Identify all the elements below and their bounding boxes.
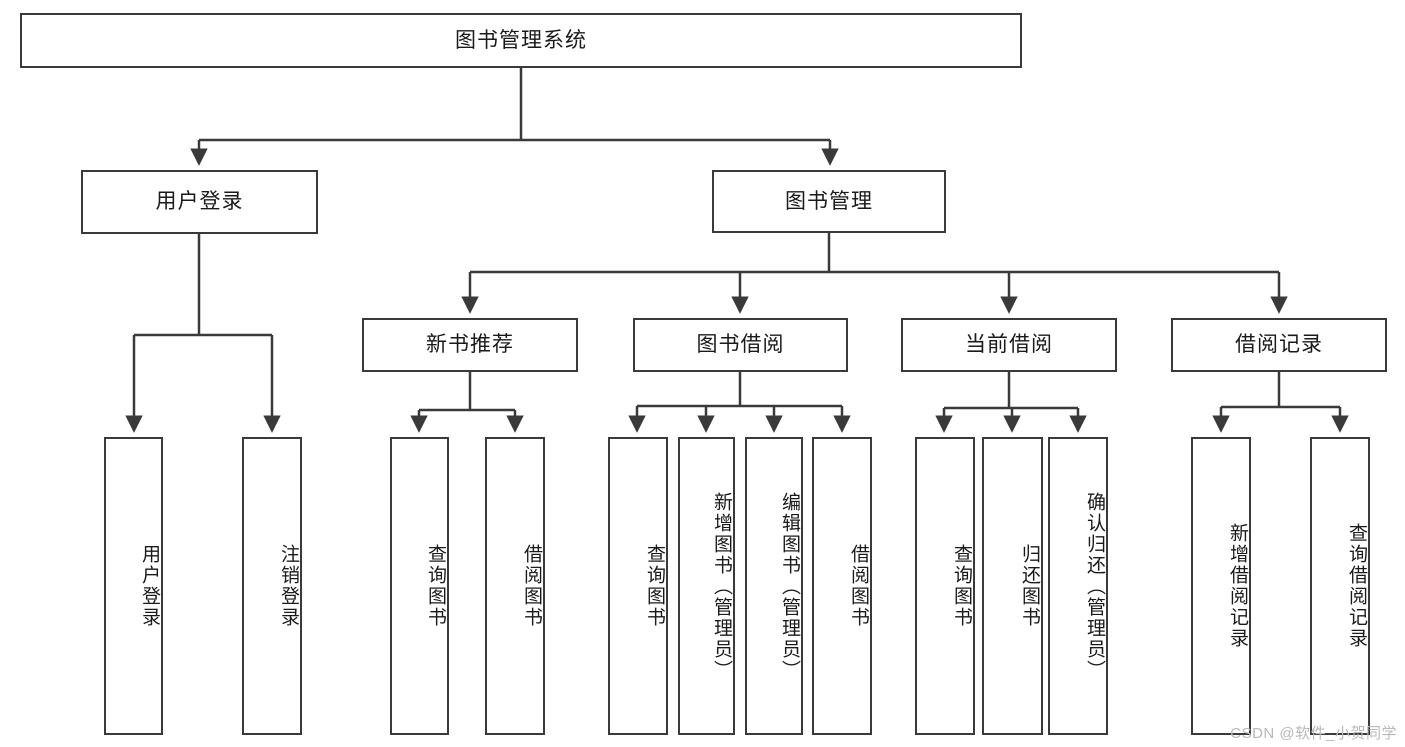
node-leaf-add-borrow-record[interactable]: 新增借阅记录	[1191, 437, 1251, 735]
node-leaf-return-book[interactable]: 归还图书	[982, 437, 1043, 735]
node-leaf-query-book-3[interactable]: 查询图书	[915, 437, 975, 735]
node-book-borrow[interactable]: 图书借阅	[633, 318, 848, 372]
edge-root-bus	[199, 68, 830, 142]
edge-currentborrow-to-leaves	[935, 408, 1087, 433]
node-leaf-logout-login[interactable]: 注销登录	[242, 437, 302, 735]
node-leaf-query-borrow-record[interactable]: 查询借阅记录	[1310, 437, 1370, 735]
edge-borrowrecord-bus	[1221, 372, 1340, 409]
node-leaf-borrow-book-1[interactable]: 借阅图书	[485, 437, 545, 735]
edge-borrowrecord-to-leaves	[1212, 407, 1349, 433]
edge-userlogin-bus	[134, 234, 272, 337]
node-leaf-query-book-2[interactable]: 查询图书	[608, 437, 668, 735]
node-borrow-record[interactable]: 借阅记录	[1171, 318, 1387, 372]
csdn-watermark: CSDN @软件_小贺同学	[1230, 725, 1397, 742]
node-book-manage[interactable]: 图书管理	[712, 170, 946, 233]
edge-newbook-bus	[419, 372, 515, 412]
edge-bookborrow-bus	[637, 372, 842, 408]
edge-root-to-level2	[190, 140, 839, 166]
node-leaf-borrow-book-2[interactable]: 借阅图书	[812, 437, 872, 735]
node-leaf-edit-book[interactable]: 编辑图书（管理员）	[745, 437, 803, 735]
edge-bookmanage-to-level3	[461, 272, 1288, 314]
node-new-book-recommend[interactable]: 新书推荐	[362, 318, 578, 372]
node-root[interactable]: 图书管理系统	[20, 13, 1022, 68]
node-leaf-add-book[interactable]: 新增图书（管理员）	[678, 437, 735, 735]
node-user-login[interactable]: 用户登录	[81, 170, 318, 234]
node-leaf-query-book-1[interactable]: 查询图书	[390, 437, 449, 735]
node-leaf-user-login[interactable]: 用户登录	[104, 437, 163, 735]
edge-userlogin-to-leaves	[125, 335, 281, 433]
node-current-borrow[interactable]: 当前借阅	[901, 318, 1117, 372]
edge-bookborrow-to-leaves	[628, 406, 851, 433]
edge-currentborrow-bus	[944, 372, 1078, 410]
edge-bookmanage-bus	[470, 233, 1279, 274]
node-leaf-confirm-return[interactable]: 确认归还（管理员）	[1048, 437, 1108, 735]
edge-newbook-to-leaves	[410, 410, 524, 433]
